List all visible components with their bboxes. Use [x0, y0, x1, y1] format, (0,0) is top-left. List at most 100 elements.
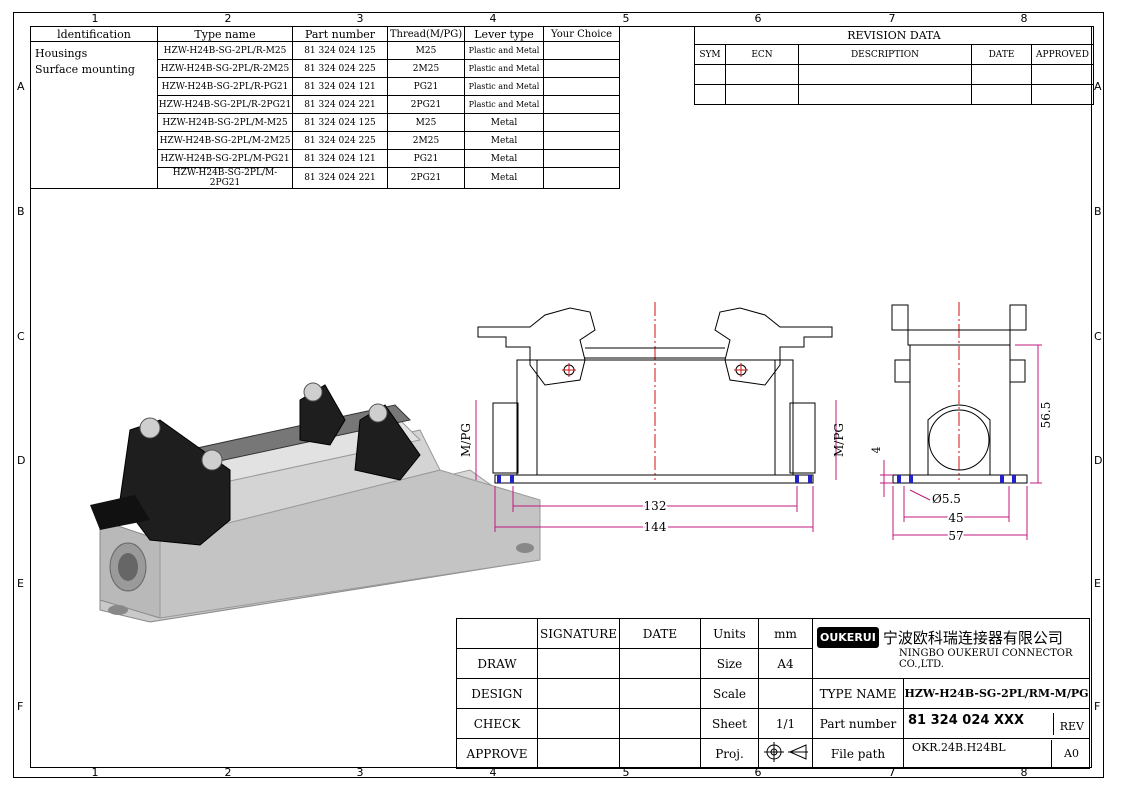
check-label: CHECK: [456, 708, 538, 739]
dim-56-5: 56.5: [1039, 402, 1053, 429]
zone-col-7: 7: [888, 12, 896, 25]
zone-col-2: 2: [224, 12, 232, 25]
size-label: Size: [700, 648, 759, 679]
col-header-part-number: Part number: [292, 26, 388, 42]
design-label: DESIGN: [456, 678, 538, 709]
drawing-outer-frame: [13, 12, 1104, 778]
table-row: HZW-H24B-SG-2PL/R-PG21 81 324 024 121 PG…: [31, 77, 620, 96]
units-label: Units: [700, 618, 759, 649]
dim-132: 132: [644, 499, 667, 513]
zone-col-3: 3: [356, 12, 364, 25]
check-signature: [537, 708, 620, 739]
side-view-dimensions: [880, 344, 1042, 540]
type-name-label: TYPE NAME: [812, 678, 904, 709]
zone-row-a-right: A: [1094, 80, 1102, 93]
design-date: [619, 678, 701, 709]
sheet-value: 1/1: [758, 708, 813, 739]
scale-value: [758, 678, 813, 709]
zone-row-d: D: [17, 454, 26, 467]
rev-label: REV: [1052, 712, 1089, 735]
title-blank: [456, 618, 538, 649]
part-number-value: 81 324 024 XXX: [908, 712, 1025, 728]
dim-45: 45: [948, 511, 963, 525]
part-number-row: 81 324 024 XXX REV: [903, 708, 1090, 739]
table-row: HZW-H24B-SG-2PL/M-PG21 81 324 024 121 PG…: [31, 149, 620, 168]
zone-row-b: B: [17, 205, 25, 218]
part-number-cell: 81 324 024 221: [292, 167, 388, 189]
approve-signature: [537, 738, 620, 769]
dim-thread-right: M/PG: [832, 423, 846, 457]
revision-row: [694, 84, 1094, 105]
file-path-row: OKR.24B.H24BL A0: [903, 738, 1090, 769]
approve-date: [619, 738, 701, 769]
file-path-value: OKR.24B.H24BL: [912, 740, 1006, 754]
type-name-cell: HZW-H24B-SG-2PL/M-2PG21: [157, 167, 293, 189]
zone-row-f-right: F: [1094, 700, 1101, 713]
rev-value: A0: [1051, 739, 1089, 768]
dim-thread-left: M/PG: [459, 423, 473, 457]
design-signature: [537, 678, 620, 709]
company-name-cn: 宁波欧科瑞连接器有限公司: [882, 629, 1063, 647]
zone-col-1-bottom: 1: [91, 766, 99, 779]
scale-label: Scale: [700, 678, 759, 709]
front-view-bolts: [497, 475, 812, 483]
projection-symbol-cell: [758, 738, 813, 769]
zone-col-8: 8: [1020, 12, 1028, 25]
zone-col-6-bottom: 6: [754, 766, 762, 779]
units-value: mm: [758, 618, 813, 649]
rev-cell: [1031, 84, 1094, 105]
table-row: HZW-H24B-SG-2PL/M-2PG21 81 324 024 221 2…: [31, 167, 620, 189]
front-view: [477, 302, 833, 484]
zone-col-8-bottom: 8: [1020, 766, 1028, 779]
zone-col-5: 5: [622, 12, 630, 25]
type-name-value: HZW-H24B-SG-2PL/RM-M/PG: [903, 678, 1090, 709]
zone-row-c: C: [17, 330, 25, 343]
dim-144: 144: [644, 520, 667, 534]
size-value: A4: [758, 648, 813, 679]
zone-row-a: A: [17, 80, 25, 93]
zone-col-3-bottom: 3: [356, 766, 364, 779]
revision-header-row: SYM ECN DESCRIPTION DATE APPROVED: [694, 44, 1094, 65]
zone-row-c-right: C: [1094, 330, 1102, 343]
zone-row-f: F: [17, 700, 24, 713]
company-name-en: NINGBO OUKERUI CONNECTOR CO.,LTD.: [899, 648, 1073, 670]
check-date: [619, 708, 701, 739]
side-view-bolts: [897, 475, 1016, 483]
revision-table: REVISION DATA SYM ECN DESCRIPTION DATE A…: [694, 26, 1094, 105]
your-choice-cell[interactable]: [543, 167, 620, 189]
approve-label: APPROVE: [456, 738, 538, 769]
zone-row-d-right: D: [1094, 454, 1103, 467]
ident-line-surface-mounting: Surface mounting: [35, 63, 135, 76]
zone-col-4: 4: [489, 12, 497, 25]
product-photo: [90, 382, 542, 623]
company-header: OUKERUI 宁波欧科瑞连接器有限公司 NINGBO OUKERUI CONN…: [812, 618, 1090, 679]
dim-hole: Ø5.5: [932, 492, 961, 506]
zone-row-e: E: [17, 577, 24, 590]
zone-row-e-right: E: [1094, 577, 1101, 590]
draw-label: DRAW: [456, 648, 538, 679]
zone-col-5-bottom: 5: [622, 766, 630, 779]
zone-col-1: 1: [91, 12, 99, 25]
lever-type-cell: Metal: [464, 167, 544, 189]
sheet-label: Sheet: [700, 708, 759, 739]
ident-line-housings: Housings: [35, 47, 88, 60]
zone-col-6: 6: [754, 12, 762, 25]
zone-col-7-bottom: 7: [888, 766, 896, 779]
dim-4: 4: [870, 447, 883, 454]
company-logo: OUKERUI: [817, 627, 879, 648]
zone-col-2-bottom: 2: [224, 766, 232, 779]
draw-signature: [537, 648, 620, 679]
revision-row: [694, 64, 1094, 85]
zone-col-4-bottom: 4: [489, 766, 497, 779]
identification-table: ldentification Type name Part number Thr…: [30, 26, 620, 189]
date-header: DATE: [619, 618, 701, 649]
table-row: HZW-H24B-SG-2PL/R-2M25 81 324 024 225 2M…: [31, 59, 620, 78]
part-number-label: Part number: [812, 708, 904, 739]
revision-title: REVISION DATA: [694, 26, 1094, 45]
front-view-dimensions: [475, 400, 837, 532]
zone-row-b-right: B: [1094, 205, 1102, 218]
file-path-label: File path: [812, 738, 904, 769]
side-view: [891, 302, 1028, 484]
projection-symbol-icon: [763, 742, 808, 762]
